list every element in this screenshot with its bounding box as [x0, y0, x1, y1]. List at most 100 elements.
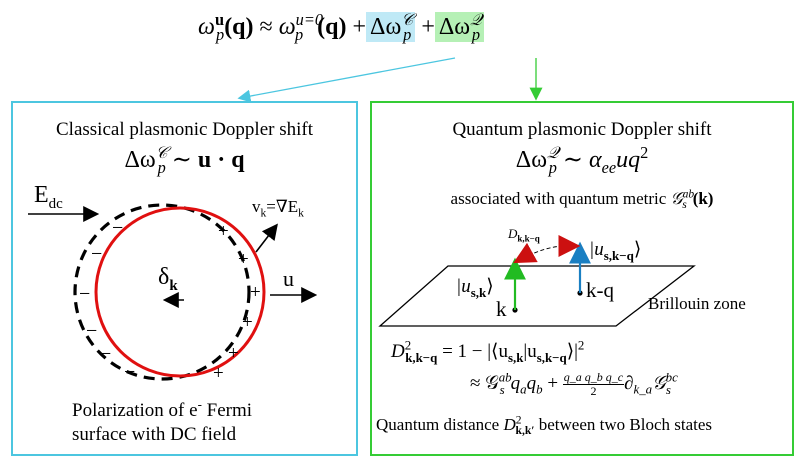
- quantum-metric-symbol: 𝒢: [670, 189, 683, 208]
- quantum-distance-equation: D2k,k−q = 1 − |⟨us,k|us,k−q⟩|2: [391, 337, 585, 365]
- quantum-formula-alpha: α: [588, 147, 602, 173]
- plus-sign: +: [218, 221, 229, 242]
- velocity-label-eq-sub: k: [298, 206, 304, 220]
- qd-eq-lhs: D: [391, 341, 405, 362]
- qd-eq-rhs: = 1 − |⟨u: [437, 341, 508, 362]
- eq-lhs-sup: u: [214, 10, 225, 29]
- shifted-fermi-surface: [94, 206, 266, 378]
- equilibrium-fermi-surface: [73, 203, 251, 381]
- classical-caption-line2: surface with DC field: [72, 424, 237, 445]
- qm-exp-g2-sup: bc: [665, 369, 678, 385]
- classical-term-sub: p: [403, 24, 412, 44]
- minus-sign: −: [100, 343, 112, 365]
- classical-title: Classical plasmonic Doppler shift: [56, 119, 313, 140]
- quantum-formula-sub: p: [548, 157, 557, 177]
- quantum-term-highlight: Δω𝒬p: [434, 11, 484, 42]
- velocity-label-v: v: [252, 197, 261, 216]
- quantum-formula-alpha-sub: ee: [601, 157, 617, 177]
- ket-k-label-sub: s,k: [470, 284, 487, 300]
- drift-velocity-label: u: [283, 266, 294, 291]
- plus-sign: +: [228, 343, 239, 364]
- distance-arrowhead-left: [513, 242, 538, 264]
- edc-label: Edc: [34, 182, 63, 212]
- main-equation: ωup(q) ≈ ωu=0p(q) +Δω𝒞p +Δω𝒬p: [198, 11, 484, 44]
- velocity-label-sub: k: [260, 206, 267, 220]
- qm-exp-g2-sub: s: [665, 381, 671, 397]
- eq-rhs-sub: p: [294, 24, 304, 44]
- ket-kq-label: |us,k−q⟩: [589, 238, 642, 263]
- classical-caption-pre: Polarization of e: [72, 400, 198, 421]
- plus-sign: +: [250, 282, 261, 303]
- quantum-panel: [370, 101, 794, 456]
- classical-caption-sup: -: [197, 396, 202, 412]
- quantum-formula-uq: uq: [616, 147, 641, 173]
- classical-term-delta: Δω: [370, 14, 402, 40]
- quantum-metric-sup: ab: [682, 187, 695, 201]
- classical-formula: Δω𝒞p ∼ u · q: [11, 144, 358, 177]
- qm-exp-q1: q: [510, 372, 521, 394]
- classical-caption: Polarization of e- Fermi surface with DC…: [72, 396, 253, 447]
- qm-exp-q2: q: [526, 372, 537, 394]
- quantum-metric-text: associated with quantum metric: [450, 189, 671, 208]
- plus-sign: +: [213, 363, 224, 384]
- eq-rhs-omega: ω: [278, 14, 296, 40]
- quantum-metric-arg: (k): [692, 189, 714, 208]
- eq-approx: ≈: [259, 14, 273, 40]
- quantum-caption-post: between two Bloch states: [534, 415, 713, 434]
- quantum-formula-sup: 𝒬: [547, 143, 559, 162]
- edc-label-sub: dc: [48, 195, 63, 212]
- eq-rhs-arg: (q): [317, 14, 347, 40]
- minus-sign: −: [91, 243, 103, 265]
- eq-rhs-sup: u=0: [295, 10, 323, 29]
- ket-k-label: |us,k⟩: [456, 275, 494, 300]
- quantum-caption-pre: Quantum distance: [376, 415, 504, 434]
- minus-sign: −: [124, 361, 136, 383]
- quantum-formula-rel: ∼: [562, 147, 583, 173]
- delta-k-symbol: δ: [158, 264, 170, 290]
- qd-eq-lhs-sub: k,k−q: [405, 349, 438, 365]
- classical-caption-post: Fermi: [201, 400, 253, 421]
- qm-exp-frac-den: 2: [590, 384, 597, 398]
- classical-panel: [11, 101, 358, 456]
- delta-k-label: δk: [158, 264, 178, 294]
- quantum-formula: Δω𝒬p ∼ αeeuq2: [370, 143, 794, 177]
- qm-exp-qb: b: [536, 381, 543, 397]
- qm-exp-g-sup: ab: [498, 369, 512, 385]
- quantum-formula-sup2: 2: [640, 143, 649, 162]
- eq-plus-2: +: [421, 14, 435, 40]
- eq-lhs-arg: (q): [224, 14, 254, 40]
- qd-eq-sub2: s,k−q: [536, 349, 567, 365]
- edc-label-e: E: [34, 182, 49, 208]
- ket-kq-label-close: ⟩: [633, 239, 642, 260]
- brillouin-zone-label: Brillouin zone: [648, 294, 746, 313]
- quantum-title: Quantum plasmonic Doppler shift: [452, 119, 712, 140]
- distance-label: Dk,k−q: [508, 226, 540, 243]
- quantum-metric-line: associated with quantum metric 𝒢abs (k): [370, 187, 794, 212]
- minus-sign: −: [86, 320, 98, 342]
- classical-term-highlight: Δω𝒞p: [366, 11, 416, 44]
- kq-label: k-q: [586, 278, 614, 302]
- delta-k-sub: k: [169, 277, 178, 294]
- quantum-caption-d: D: [503, 415, 516, 434]
- quantum-metric-sub: s: [682, 198, 687, 212]
- qm-exp-partial: ∂: [624, 372, 634, 394]
- qd-eq-end: ⟩|: [566, 341, 578, 362]
- omega-symbol: ω: [198, 14, 215, 40]
- quantum-term-delta: Δω: [438, 14, 471, 40]
- classical-formula-sub: p: [157, 157, 166, 177]
- qm-exp-qa: a: [520, 381, 527, 397]
- qm-exp-g-sub: s: [499, 381, 505, 397]
- qm-exp-frac-num: q_a q_b q_c: [562, 370, 625, 385]
- quantum-caption: Quantum distance D2k,k′ between two Bloc…: [376, 413, 713, 437]
- qd-eq-sup: 2: [577, 337, 585, 353]
- ket-kq-label-sub: s,k−q: [603, 247, 634, 263]
- plus-sign: +: [242, 312, 253, 333]
- minus-sign: −: [79, 283, 91, 305]
- quantum-formula-delta: Δω: [515, 147, 547, 173]
- quantum-caption-d-sup: 2: [515, 413, 522, 427]
- velocity-arrow: [255, 223, 278, 253]
- qm-exp-approx-g: ≈ 𝒢: [470, 372, 499, 394]
- eq-plus-1: +: [352, 14, 367, 40]
